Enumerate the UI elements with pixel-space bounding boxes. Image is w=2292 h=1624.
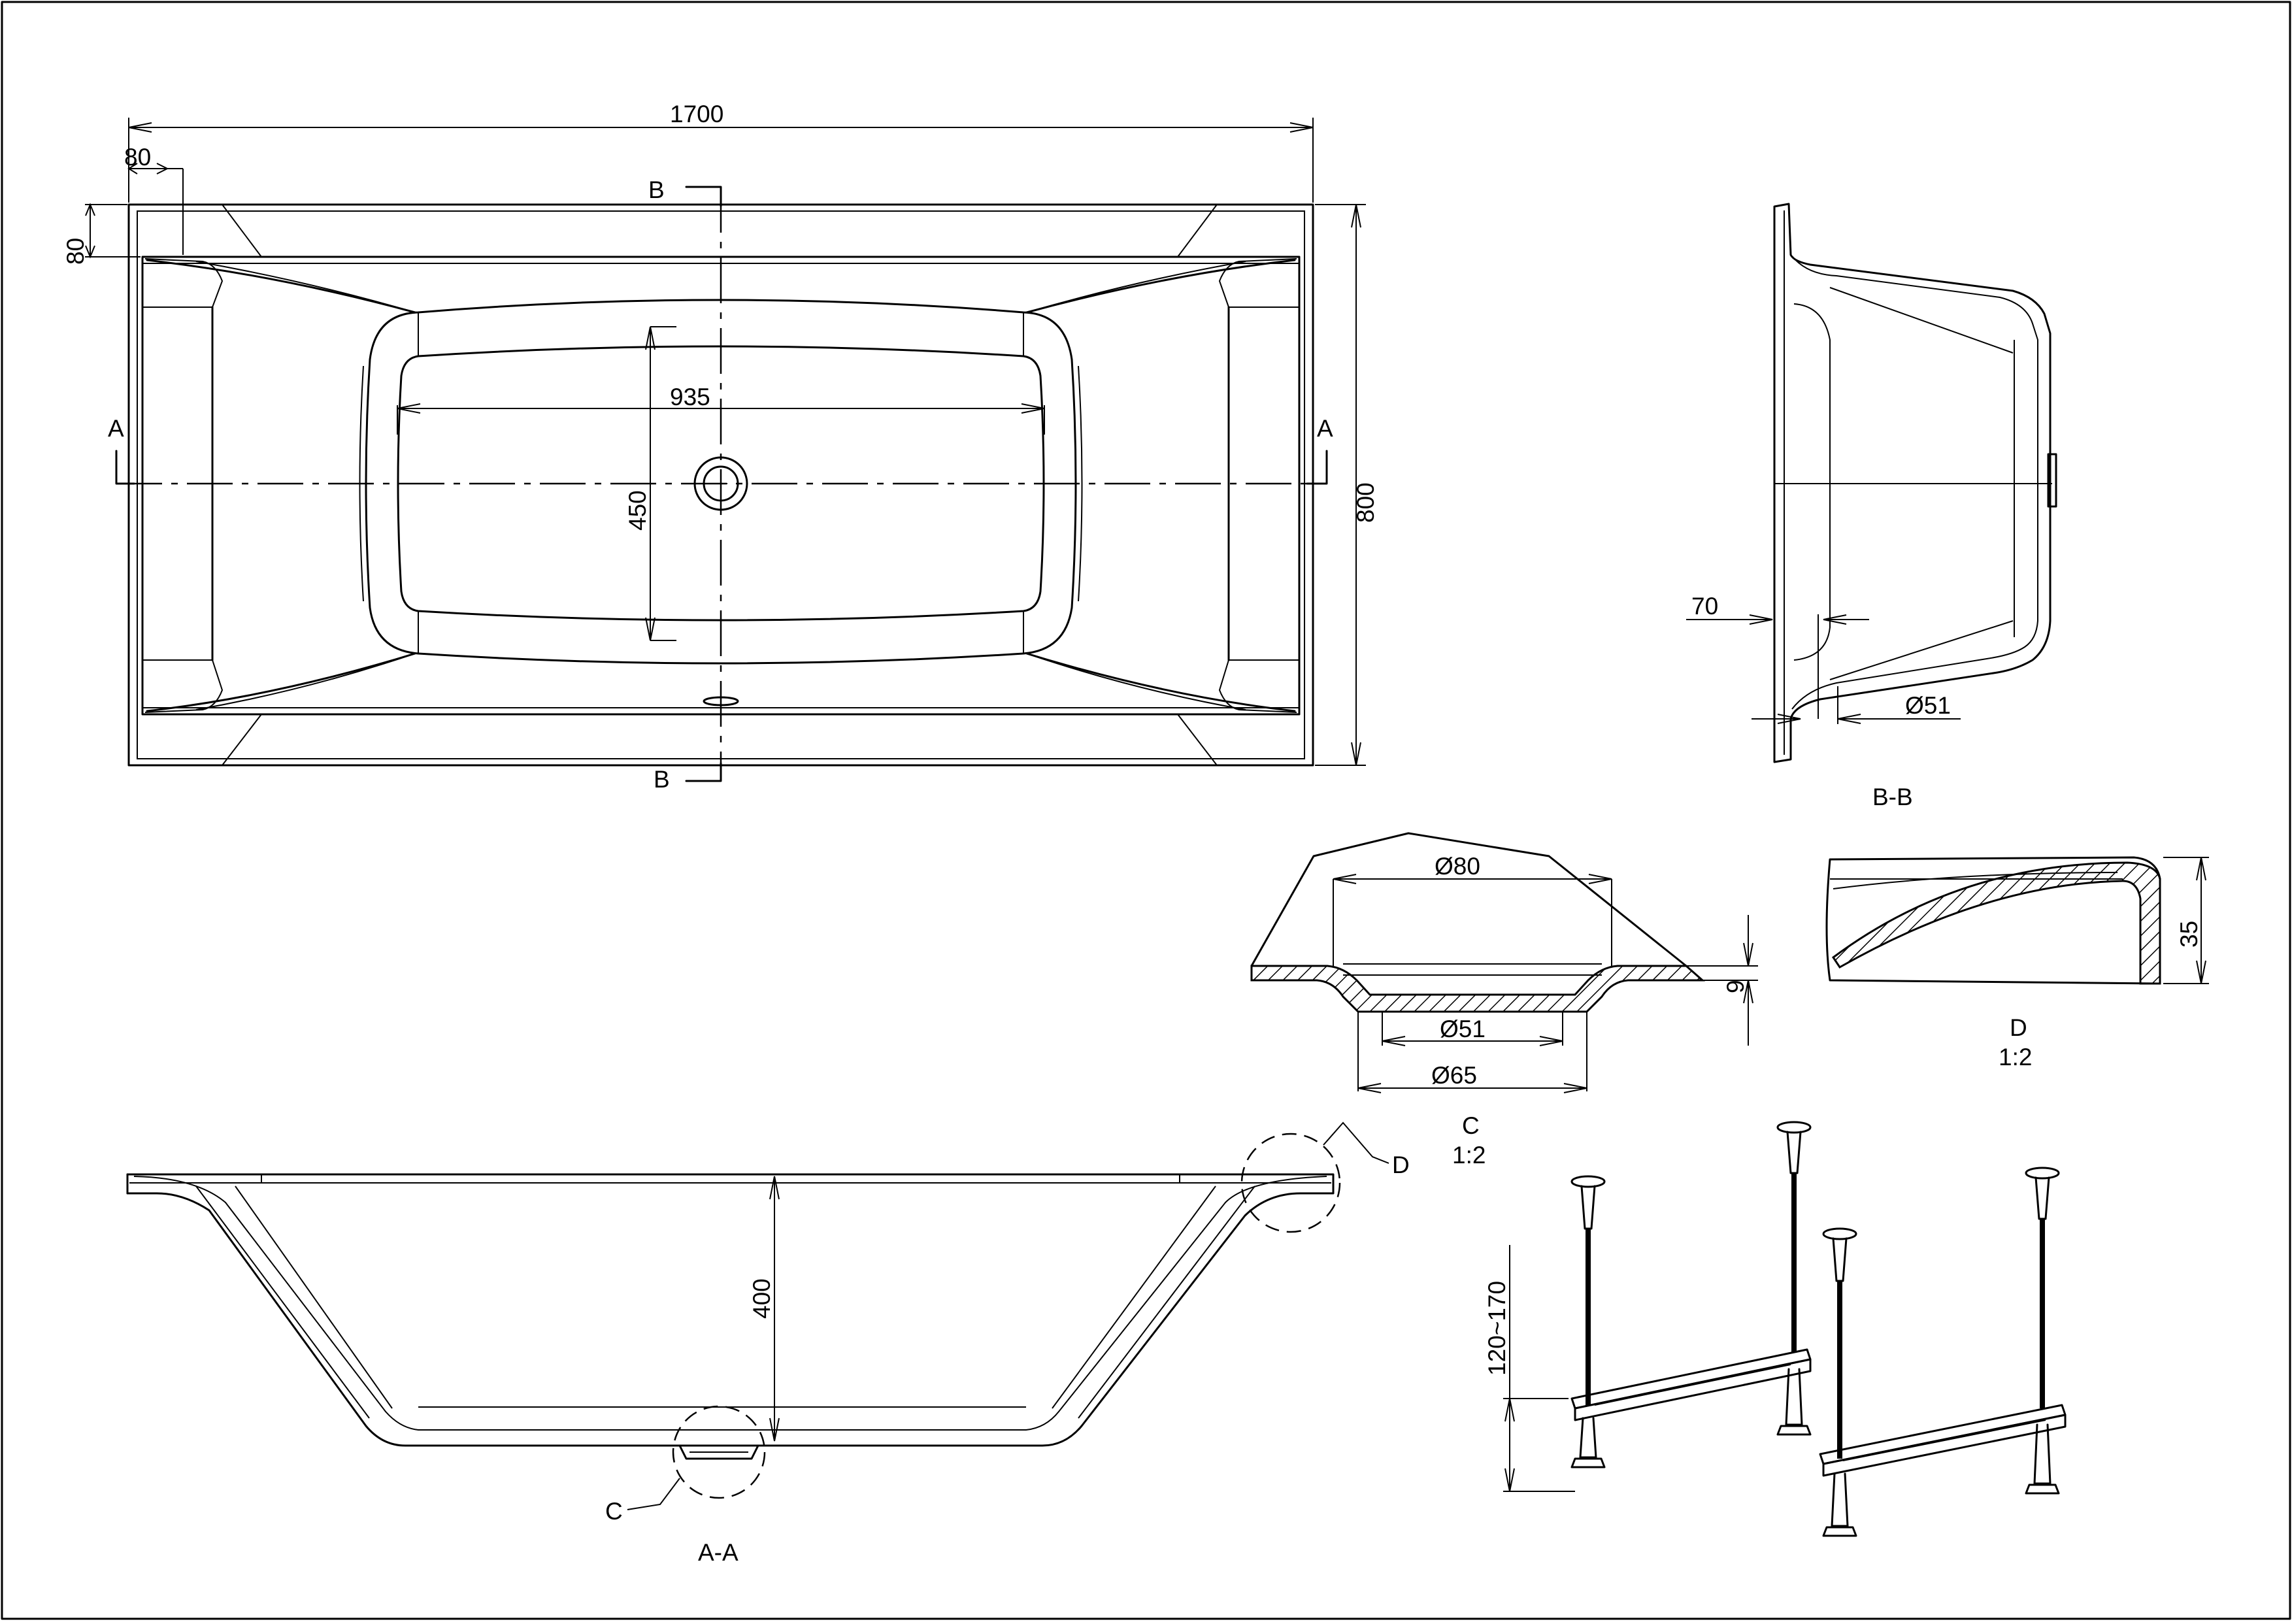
detail-c-leader (627, 1478, 680, 1510)
detail-c-callout-circle (672, 1405, 766, 1499)
dim-drain-bb-text: Ø51 (1905, 692, 1951, 719)
dimension-70: 70 (1686, 593, 1869, 719)
dimension-35: 35 (2163, 857, 2209, 984)
section-bb-profile (1773, 203, 2051, 763)
dim-width-text: 800 (1352, 482, 1379, 523)
dimension-120-170: 120~170 (1484, 1245, 1575, 1492)
detail-c-section (1250, 965, 1705, 1013)
dimension-d65: Ø65 (1357, 1062, 1587, 1093)
dimension-80-vertical: 80 (62, 203, 141, 265)
section-marker-a-right (1306, 450, 1328, 485)
section-a-right-label: A (1317, 415, 1333, 442)
top-view: A A B B 1700 80 80 (62, 101, 1379, 793)
detail-c: Ø80 Ø51 Ø65 9 C 1:2 (1250, 832, 1758, 1168)
dimension-935: 935 (397, 384, 1045, 435)
detail-c-outline (1250, 832, 1687, 967)
drain-section (678, 1444, 759, 1460)
detail-d: 35 D 1:2 (1825, 856, 2209, 1070)
dimension-800: 800 (1315, 204, 1379, 766)
detail-d-label: D (2010, 1014, 2027, 1041)
leg-2 (1776, 1121, 1812, 1436)
section-bb: 70 Ø51 B-B (1686, 203, 2057, 810)
dimension-1700: 1700 (128, 101, 1314, 203)
dim-thickness-text: 9 (1722, 980, 1749, 993)
dim-drain-c-text: Ø51 (1440, 1016, 1486, 1042)
section-b-bottom-label: B (654, 766, 670, 793)
dim-collar-text: Ø65 (1431, 1062, 1477, 1089)
callout-d-label: D (1392, 1152, 1410, 1178)
section-aa-label: A-A (698, 1539, 739, 1566)
detail-c-label: C (1462, 1112, 1480, 1139)
dimension-400: 400 (748, 1176, 780, 1442)
section-b-top-label: B (648, 176, 665, 203)
dimension-450: 450 (624, 326, 676, 641)
dim-rim-y-text: 80 (62, 238, 89, 265)
dimension-d80: Ø80 (1333, 853, 1612, 884)
dim-offset-text: 70 (1691, 593, 1718, 620)
leg-1 (1570, 1175, 1606, 1468)
section-marker-b-top (685, 186, 722, 207)
callout-c-label: C (605, 1498, 623, 1525)
dim-length-text: 1700 (670, 101, 723, 127)
dimension-d51-c: Ø51 (1382, 1016, 1563, 1046)
dim-height-text: 35 (2176, 921, 2202, 948)
detail-d-scale: 1:2 (1999, 1044, 2032, 1070)
section-marker-b-bottom (685, 762, 722, 782)
dim-adjust-text: 120~170 (1484, 1281, 1510, 1376)
dimension-d51-bb: Ø51 (1752, 686, 1961, 724)
dimension-80-horizontal: 80 (124, 144, 184, 255)
section-marker-a-left (115, 450, 135, 485)
dim-inner-width-text: 450 (624, 490, 651, 531)
dim-outer-text: Ø80 (1435, 853, 1480, 880)
section-aa: 400 C D A-A (126, 1121, 1410, 1566)
dim-inner-length-text: 935 (670, 384, 710, 410)
dim-rim-x-text: 80 (124, 144, 151, 171)
dimension-9: 9 (1686, 915, 1758, 1046)
detail-c-scale: 1:2 (1452, 1142, 1486, 1168)
basin-outer-edge (365, 299, 1077, 665)
support-legs: 120~170 (1484, 1121, 2067, 1537)
detail-d-section (1831, 861, 2161, 985)
overflow-fitting (2047, 453, 2057, 508)
dim-depth-text: 400 (748, 1278, 775, 1319)
detail-d-outline (1825, 856, 2161, 985)
section-aa-profile (126, 1173, 1335, 1447)
section-a-left-label: A (108, 415, 124, 442)
rim-edge (141, 256, 1301, 716)
leg-4 (2025, 1167, 2060, 1495)
leg-3 (1822, 1227, 1857, 1537)
section-bb-label: B-B (1872, 784, 1913, 810)
detail-d-callout-circle (1240, 1133, 1341, 1233)
detail-d-leader (1323, 1121, 1389, 1164)
